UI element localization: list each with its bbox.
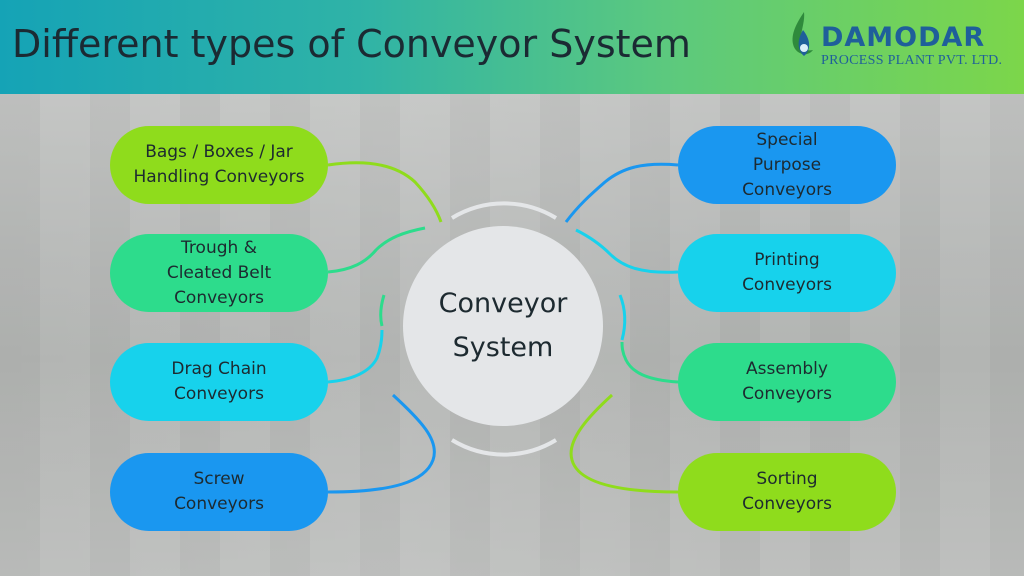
connector-left-3 <box>327 329 384 384</box>
center-arc-top <box>450 201 558 220</box>
center-node: Conveyor System <box>403 226 603 426</box>
page-title: Different types of Conveyor System <box>12 22 691 66</box>
node-special-purpose: Special Purpose Conveyors <box>678 126 896 204</box>
connector-left-2b <box>379 294 386 327</box>
connector-left-2 <box>327 226 426 274</box>
node-drag-chain: Drag Chain Conveyors <box>110 343 328 421</box>
connector-right-3 <box>620 341 679 384</box>
node-printing: Printing Conveyors <box>678 234 896 312</box>
company-logo: DAMODAR PROCESS PLANT PVT. LTD. <box>785 8 1017 78</box>
connector-right-1 <box>564 162 679 223</box>
logo-name: DAMODAR <box>821 22 986 53</box>
node-trough-cleated-belt: Trough & Cleated Belt Conveyors <box>110 234 328 312</box>
connector-right-2b <box>618 294 627 341</box>
node-assembly: Assembly Conveyors <box>678 343 896 421</box>
logo-tagline: PROCESS PLANT PVT. LTD. <box>821 53 1003 68</box>
water-drop-leaf-icon <box>792 12 813 56</box>
connector-left-1 <box>327 161 443 223</box>
connector-left-4 <box>327 393 436 494</box>
connector-right-2 <box>575 228 679 274</box>
node-screw: Screw Conveyors <box>110 453 328 531</box>
node-bags-boxes-jar: Bags / Boxes / Jar Handling Conveyors <box>110 126 328 204</box>
node-sorting: Sorting Conveyors <box>678 453 896 531</box>
header-bar: Different types of Conveyor System DAMOD… <box>0 0 1024 94</box>
center-arc-bottom <box>450 438 558 457</box>
connector-right-4 <box>569 393 679 494</box>
